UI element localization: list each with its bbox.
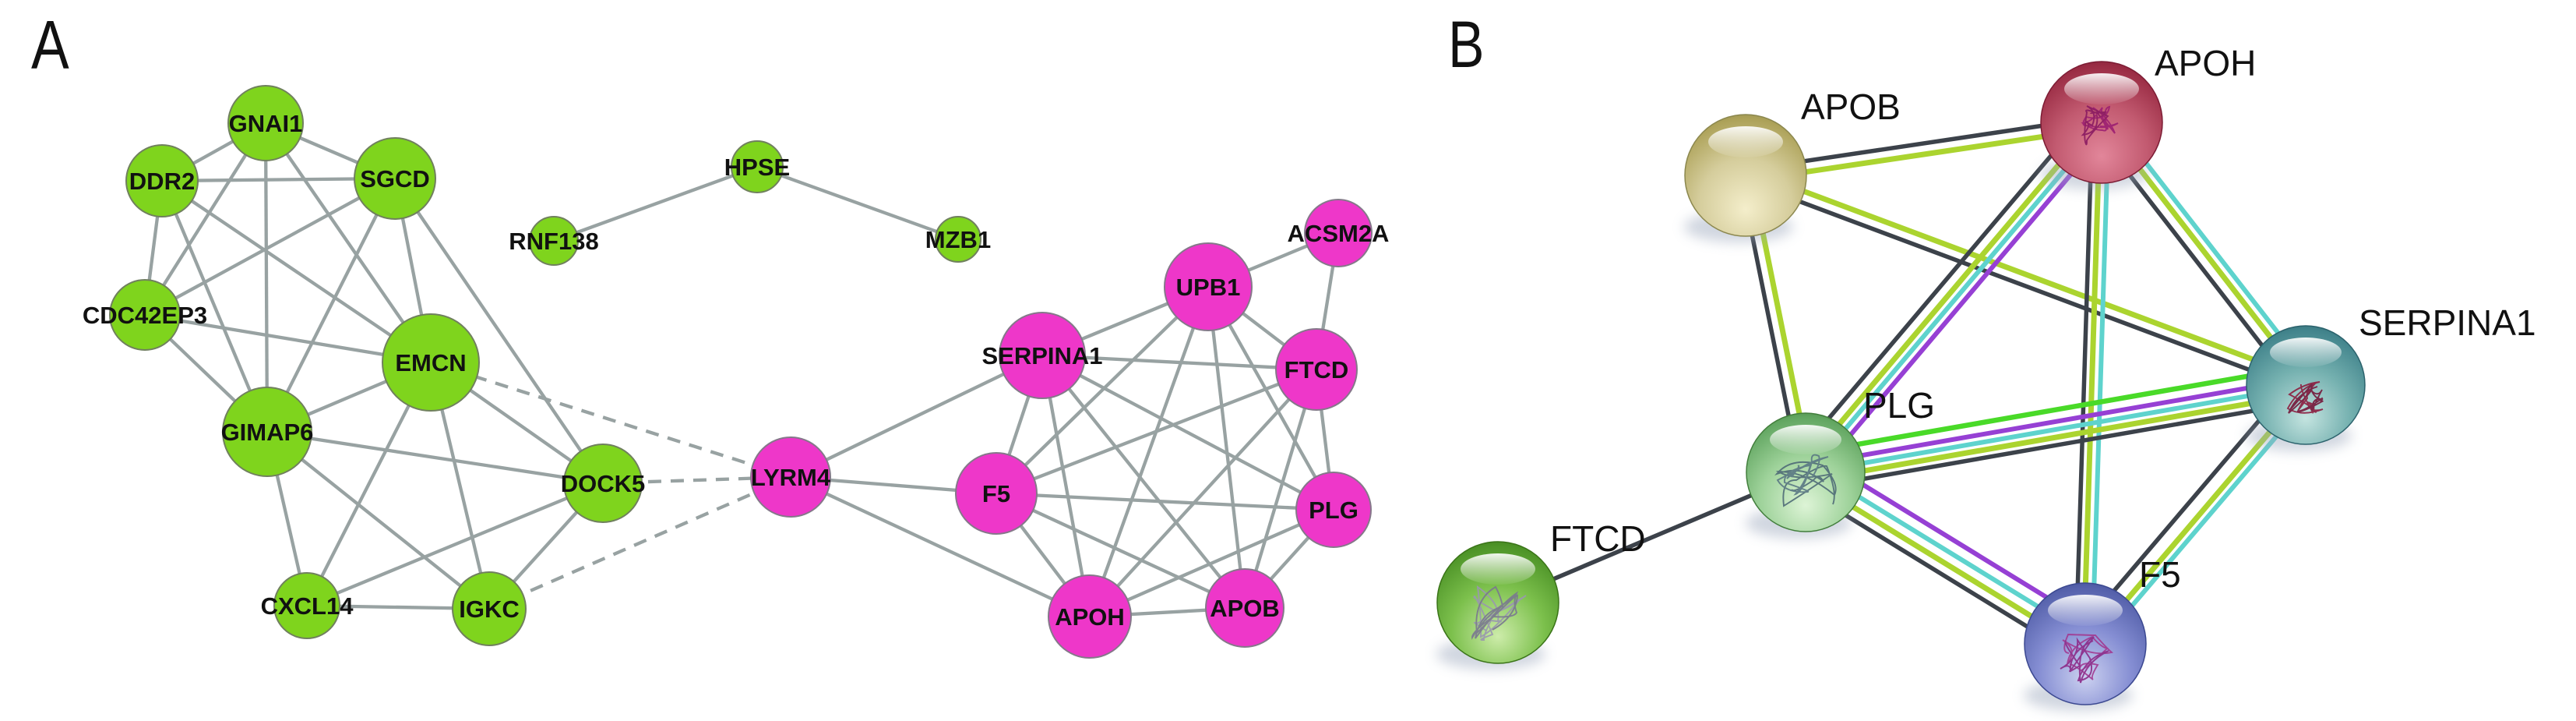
svg-text:FTCD: FTCD (1550, 518, 1646, 559)
svg-text:IGKC: IGKC (459, 596, 520, 623)
svg-text:F5: F5 (982, 480, 1010, 507)
svg-text:MZB1: MZB1 (925, 226, 991, 253)
svg-text:GIMAP6: GIMAP6 (221, 419, 314, 446)
svg-text:APOH: APOH (2155, 43, 2256, 83)
svg-text:A: A (31, 8, 69, 84)
svg-text:EMCN: EMCN (395, 349, 466, 376)
svg-text:ACSM2A: ACSM2A (1288, 220, 1390, 247)
svg-text:CDC42EP3: CDC42EP3 (83, 302, 207, 329)
svg-text:APOB: APOB (1210, 595, 1280, 622)
svg-text:LYRM4: LYRM4 (751, 464, 831, 491)
svg-text:PLG: PLG (1863, 385, 1935, 426)
svg-text:SGCD: SGCD (360, 165, 430, 193)
svg-text:B: B (1448, 9, 1485, 82)
svg-text:CXCL14: CXCL14 (261, 592, 354, 620)
svg-text:SERPINA1: SERPINA1 (2359, 302, 2536, 343)
svg-text:GNAI1: GNAI1 (229, 110, 303, 137)
svg-text:PLG: PLG (1309, 497, 1358, 524)
svg-text:HPSE: HPSE (724, 154, 790, 181)
svg-text:APOB: APOB (1801, 87, 1901, 127)
svg-text:DOCK5: DOCK5 (561, 470, 646, 497)
svg-text:APOH: APOH (1055, 603, 1125, 631)
svg-text:SERPINA1: SERPINA1 (981, 342, 1102, 369)
svg-text:UPB1: UPB1 (1176, 274, 1241, 301)
svg-text:RNF138: RNF138 (509, 228, 598, 255)
svg-text:FTCD: FTCD (1284, 356, 1349, 383)
svg-text:DDR2: DDR2 (129, 168, 195, 195)
svg-text:F5: F5 (2139, 554, 2181, 595)
